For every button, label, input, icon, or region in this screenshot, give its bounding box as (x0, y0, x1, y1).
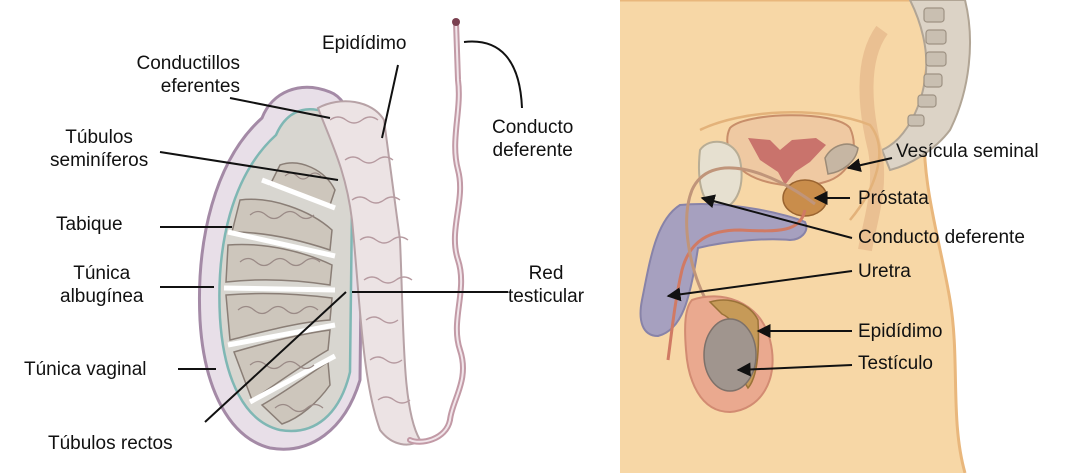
label-tubulos-rectos: Túbulos rectos (48, 432, 173, 455)
leader-conducto-deferente (464, 42, 522, 108)
label-conducto-deferente: Conducto deferente (492, 116, 573, 162)
testis-illustration (0, 0, 620, 473)
label-tabique: Tabique (56, 213, 123, 236)
leader-epididimo (382, 65, 398, 138)
testis-diagram-panel: Conductillos eferentes Epidídimo Conduct… (0, 0, 620, 473)
label-vesicula-seminal: Vesícula seminal (896, 140, 1039, 163)
label-tunica-vaginal: Túnica vaginal (24, 358, 147, 381)
label-tubulos-seminiferos: Túbulos seminíferos (50, 126, 148, 172)
label-prostata: Próstata (858, 187, 929, 210)
label-epididimo: Epidídimo (322, 32, 407, 55)
label-conductillos-eferentes: Conductillos eferentes (137, 52, 241, 98)
label-conducto-deferente: Conducto deferente (858, 226, 1025, 249)
pelvis-diagram-panel: Vesícula seminal Próstata Conducto defer… (620, 0, 1069, 473)
label-epididimo-right: Epidídimo (858, 320, 943, 343)
label-testiculo: Testículo (858, 352, 933, 375)
label-red-testicular: Red testicular (508, 262, 584, 308)
ductus-deferens-end (452, 18, 460, 26)
label-uretra: Uretra (858, 260, 911, 283)
label-tunica-albuginea: Túnica albugínea (60, 262, 143, 308)
testis-shape (704, 319, 756, 391)
